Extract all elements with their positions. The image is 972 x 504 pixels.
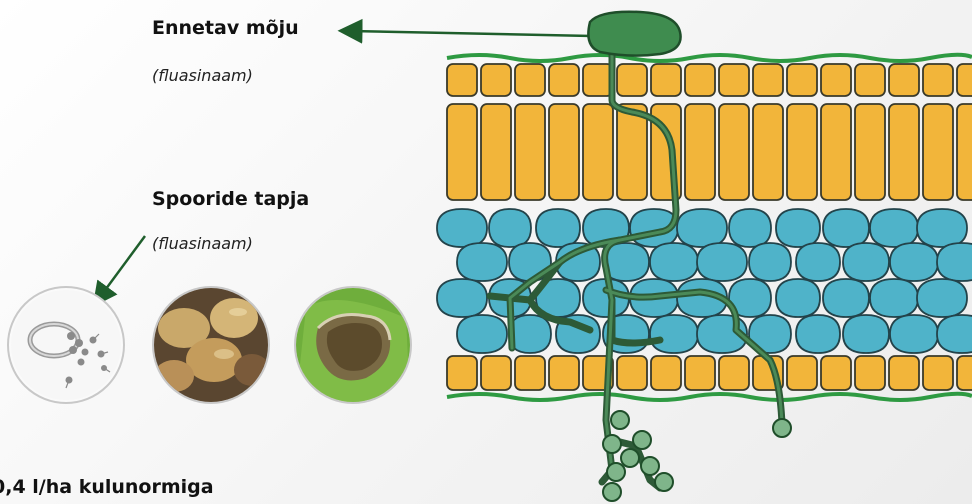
lower-cell: [923, 356, 953, 390]
lower-cell: [481, 356, 511, 390]
palisade-cell: [889, 104, 919, 200]
spongy-cell: [937, 315, 972, 353]
appressorium: [588, 12, 680, 56]
upper-epidermis: [447, 55, 972, 61]
upper-cell: [447, 64, 477, 96]
lower-epidermis-cells: [447, 356, 972, 390]
spongy-cell: [796, 315, 840, 353]
lower-cell: [549, 356, 579, 390]
upper-epidermis-cells: [447, 64, 972, 96]
spongy-cell: [677, 209, 727, 247]
spongy-cell: [697, 243, 747, 281]
palisade-cell: [753, 104, 783, 200]
spongy-cell: [776, 209, 820, 247]
spongy-cell: [749, 243, 791, 281]
upper-cell: [515, 64, 545, 96]
spongy-cell: [729, 209, 771, 247]
spongy-cell: [536, 209, 580, 247]
palisade-cells: [447, 104, 972, 200]
lower-cell: [787, 356, 817, 390]
upper-cell: [651, 64, 681, 96]
lower-cell: [685, 356, 715, 390]
spongy-cell: [457, 315, 507, 353]
spongy-cell: [437, 279, 487, 317]
lower-cell: [651, 356, 681, 390]
lower-cell: [855, 356, 885, 390]
upper-cell: [889, 64, 919, 96]
upper-cell: [753, 64, 783, 96]
palisade-cell: [617, 104, 647, 200]
palisade-cell: [821, 104, 851, 200]
palisade-cell: [583, 104, 613, 200]
application-rate-text: 0,4 l/ha kulunormiga: [0, 476, 214, 498]
palisade-cell: [855, 104, 885, 200]
spongy-cell: [823, 209, 869, 247]
spongy-cell: [489, 209, 531, 247]
spongy-cell: [890, 243, 938, 281]
lower-cell: [719, 356, 749, 390]
spongy-cell: [890, 315, 938, 353]
upper-cell: [855, 64, 885, 96]
upper-cell: [617, 64, 647, 96]
upper-cell: [481, 64, 511, 96]
spongy-mesophyll-cells: [437, 209, 972, 353]
palisade-cell: [787, 104, 817, 200]
spongy-cell: [843, 315, 889, 353]
spongy-cell: [650, 315, 698, 353]
palisade-cell: [447, 104, 477, 200]
spongy-cell: [650, 243, 698, 281]
spongy-cell: [437, 209, 487, 247]
spongy-cell: [870, 209, 918, 247]
spongy-cell: [457, 243, 507, 281]
upper-cell: [719, 64, 749, 96]
lower-cell: [515, 356, 545, 390]
lower-cell: [617, 356, 647, 390]
spongy-cell: [870, 279, 918, 317]
spongy-cell: [796, 243, 840, 281]
palisade-cell: [685, 104, 715, 200]
upper-cell: [957, 64, 972, 96]
palisade-cell: [515, 104, 545, 200]
lower-cell: [821, 356, 851, 390]
spongy-cell: [917, 279, 967, 317]
sporangia: [603, 411, 791, 501]
lower-cell: [957, 356, 972, 390]
upper-cell: [787, 64, 817, 96]
upper-cell: [549, 64, 579, 96]
spongy-cell: [776, 279, 820, 317]
lower-epidermis: [447, 394, 972, 400]
lower-cell: [889, 356, 919, 390]
palisade-cell: [549, 104, 579, 200]
palisade-cell: [923, 104, 953, 200]
palisade-cell: [481, 104, 511, 200]
upper-cell: [821, 64, 851, 96]
spongy-cell: [843, 243, 889, 281]
upper-cell: [923, 64, 953, 96]
palisade-cell: [957, 104, 972, 200]
spongy-cell: [823, 279, 869, 317]
spongy-cell: [937, 243, 972, 281]
spongy-cell: [917, 209, 967, 247]
lower-cell: [447, 356, 477, 390]
palisade-cell: [719, 104, 749, 200]
upper-cell: [685, 64, 715, 96]
